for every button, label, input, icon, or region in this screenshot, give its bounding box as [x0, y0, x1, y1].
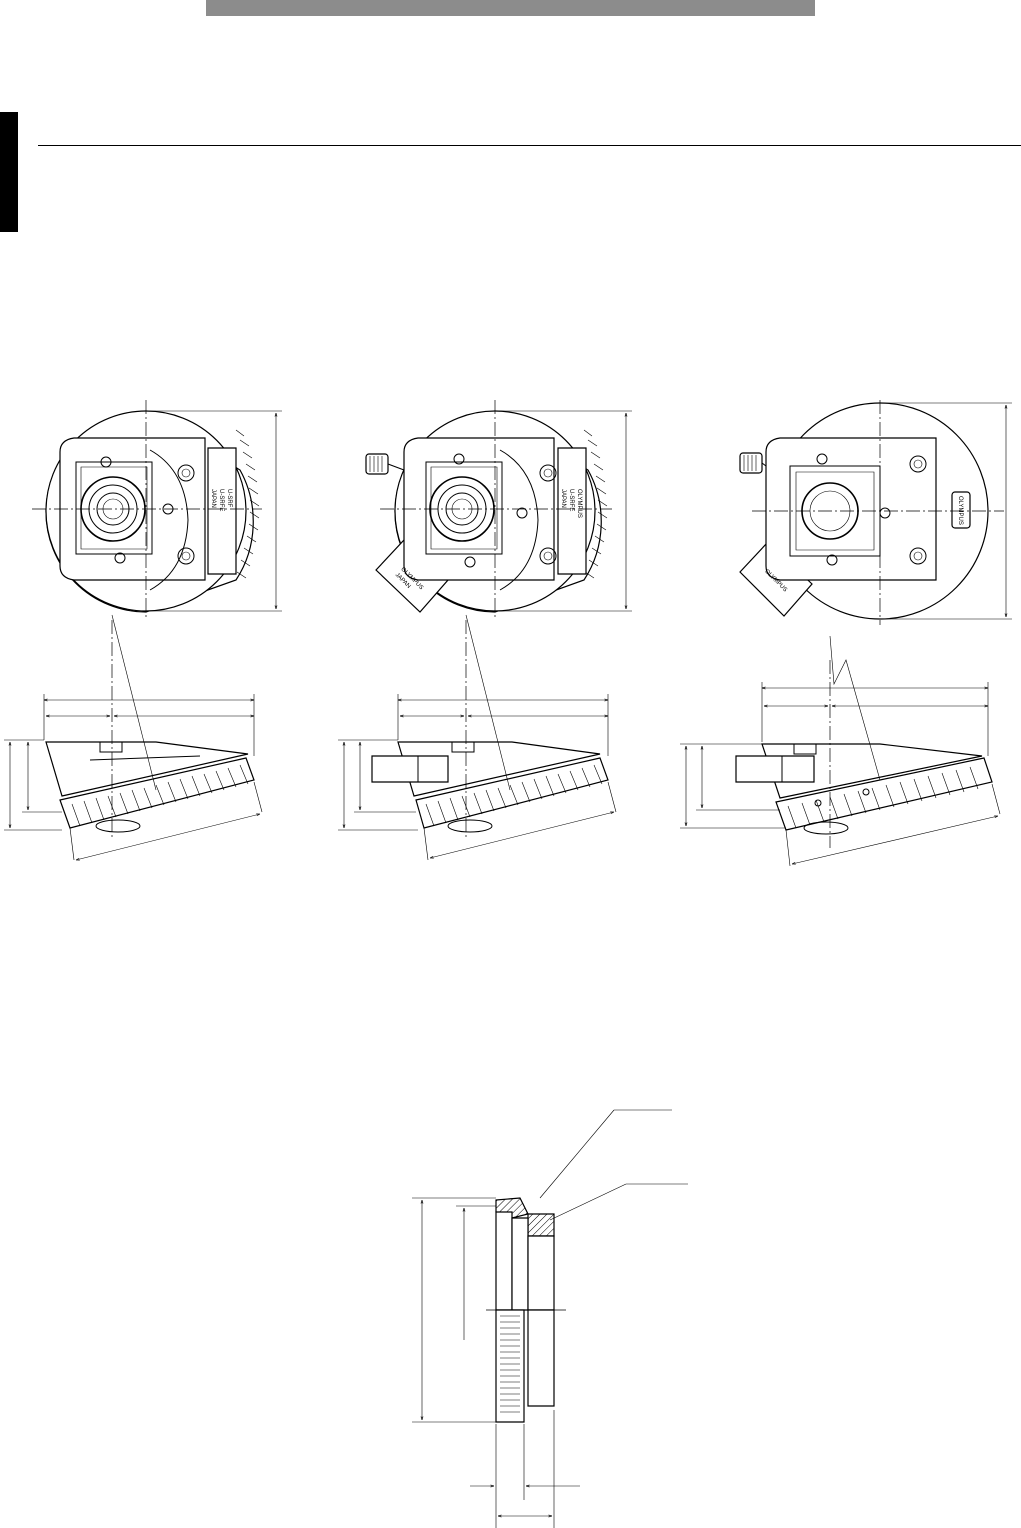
plate-label-1-line-1: U-SRF [226, 489, 232, 508]
slider [736, 756, 814, 782]
top-view-1: U-SRF U-SRFE JAPAN [32, 400, 282, 620]
plate-label-1-line-2: U-SRFE [218, 489, 224, 511]
knob [740, 453, 762, 473]
turret-plate [766, 438, 936, 580]
side-badge [952, 492, 970, 528]
side-view-1 [4, 615, 262, 860]
side-badge-text: OLYMPUS [957, 496, 963, 525]
adapter-ring-section [412, 1110, 688, 1528]
label-plate [208, 448, 236, 574]
slider [372, 756, 448, 782]
side-view-3 [680, 636, 1000, 866]
top-view-2: OLYMPUS U-SRFE JAPAN OLYMPUS JAPAN [366, 400, 632, 620]
plate-label-2-line-3: JAPAN [560, 489, 566, 508]
section-hatch-lower [528, 1214, 554, 1236]
knurled-flange [496, 1310, 524, 1422]
side-view-2 [338, 615, 616, 860]
plate-label-2-line-1: OLYMPUS [576, 489, 582, 518]
top-view-3: OLYMPUS OLYMPUS [740, 400, 1012, 625]
plate-label-2-line-2: U-SRFE [568, 489, 574, 511]
header-bar [206, 0, 815, 16]
plate-label-1-line-3: JAPAN [210, 489, 216, 508]
section-side-tab [0, 112, 18, 232]
label-plate [558, 448, 586, 574]
header-rule [38, 145, 1021, 146]
knob [366, 454, 388, 474]
